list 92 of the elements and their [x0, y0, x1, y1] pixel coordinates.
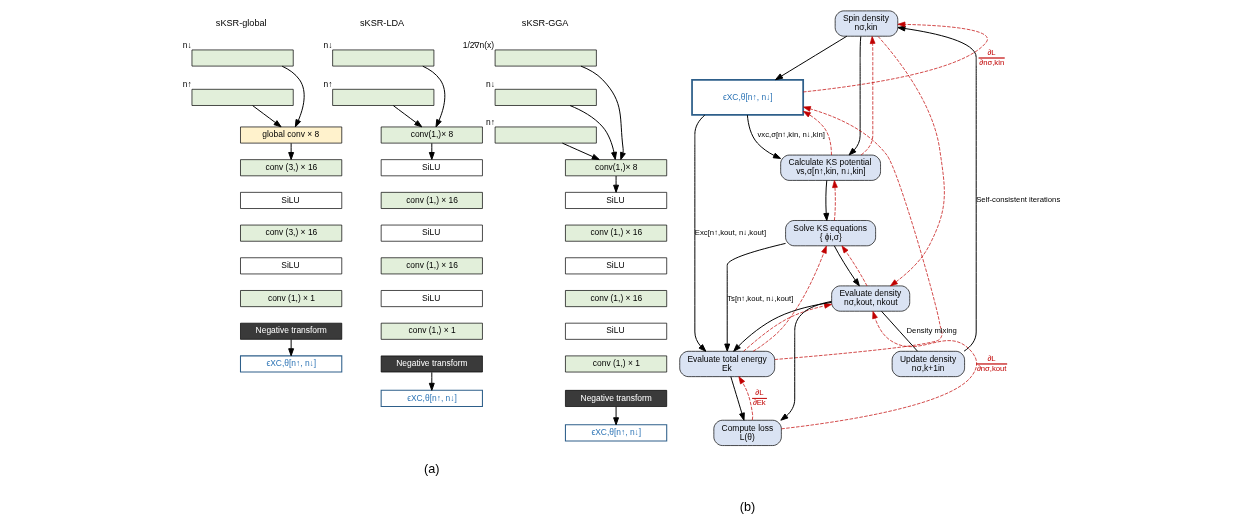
edge-label: ∂L ∂Ek: [752, 388, 766, 408]
arrow: [897, 25, 977, 352]
arrow: [392, 105, 423, 128]
arrow: [860, 36, 876, 156]
node-box: [332, 88, 435, 106]
node-box: Negative transform: [240, 322, 343, 340]
label: (b): [739, 499, 756, 514]
arrow: [724, 242, 787, 352]
arrow: [252, 105, 282, 128]
node-box: conv (1,) × 1: [240, 290, 343, 307]
node-box: [332, 49, 435, 67]
label: sKSR-GGA: [521, 17, 569, 28]
arrow: [281, 65, 305, 128]
arrow: [877, 36, 945, 287]
arrow: [823, 180, 830, 221]
node-label: 1/2∇n(x): [462, 39, 495, 50]
arrow: [802, 21, 988, 93]
node-box: conv (1,) × 16: [380, 192, 483, 209]
node-box: ϵXC,θ[n↑, n↓]: [239, 355, 343, 373]
node-box: conv (1,) × 16: [565, 290, 668, 307]
node-box: Negative transform: [380, 355, 483, 373]
edge-label: ∂L ∂nσ,kin: [979, 48, 1005, 67]
node-label: n↑: [182, 78, 192, 89]
arrow: [775, 35, 848, 81]
node-box: SiLU: [240, 257, 343, 275]
arrow: [781, 311, 977, 430]
label: (a): [424, 462, 440, 477]
arrow: [848, 36, 862, 156]
node-label: n↓: [323, 39, 333, 50]
node-box: [494, 88, 597, 106]
node-box: conv (1,) × 16: [565, 224, 668, 242]
node-box: [494, 49, 597, 67]
edge-label: Density mixing: [906, 326, 957, 336]
arrow: [288, 339, 295, 357]
node-box: SiLU: [380, 224, 483, 242]
arrow: [288, 142, 295, 160]
node-box: SiLU: [380, 159, 483, 177]
arrow: [774, 106, 943, 360]
edge-label: vxc,σ[n↑,kin, n↓,kin]: [757, 130, 825, 139]
node-box: [494, 126, 597, 144]
node-box: [191, 88, 294, 106]
label: sKSR-LDA: [360, 17, 405, 28]
edge-label: Exc[n↑,kout, n↓,kout]: [694, 228, 767, 238]
arrow: [694, 114, 707, 352]
edge-label: ∂L ∂nσ,kout: [976, 354, 1007, 373]
node-box: conv (1,) × 1: [565, 355, 668, 373]
arrow: [428, 142, 435, 160]
node-box: conv (1,) × 16: [380, 257, 483, 275]
arrow: [580, 65, 626, 161]
arrow: [841, 245, 868, 287]
node-box: Compute loss L(θ): [713, 419, 782, 446]
arrow: [738, 376, 754, 421]
arrow: [746, 114, 782, 159]
node-box: SiLU: [565, 192, 668, 209]
arrow: [803, 111, 832, 156]
node-box: conv(1,)× 8: [380, 126, 483, 144]
node-box: [191, 49, 294, 67]
connector: [881, 310, 919, 352]
arrow: [833, 245, 860, 287]
node-box: Negative transform: [565, 390, 668, 407]
node-box: Solve KS equations { ϕi,σ}: [785, 220, 876, 247]
arrow: [428, 371, 435, 391]
node-box: SiLU: [565, 257, 668, 275]
arrow: [561, 142, 600, 161]
arrow: [730, 376, 745, 421]
node-box: conv(1,)× 8: [565, 159, 668, 177]
node-box: SiLU: [240, 192, 343, 209]
node-box: Update density nσ,k+1in: [891, 350, 965, 377]
node-box: Evaluate density nσ,kout, nkout: [831, 285, 911, 312]
node-box: ϵXC,θ[n↑, n↓]: [380, 389, 483, 408]
node-box: global conv × 8: [240, 126, 343, 144]
node-label: n↑: [323, 78, 333, 89]
arrow: [613, 406, 620, 426]
node-box: conv (3,) × 16: [240, 224, 343, 242]
node-label: n↑: [485, 116, 495, 127]
node-box: SiLU: [380, 290, 483, 307]
arrow: [752, 245, 827, 352]
arrow: [613, 175, 620, 193]
arrow: [422, 65, 446, 128]
node-box: SiLU: [565, 322, 668, 340]
edge-label: Self-consistent iterations: [976, 195, 1061, 205]
node-box: ϵXC,θ[n↑, n↓]: [691, 78, 805, 116]
node-box: Calculate KS potential vs,σ[n↑,kin, n↓,kin]: [780, 154, 881, 181]
node-box: Spin density nσ,kin: [834, 10, 899, 37]
node-box: Evaluate total energy Ek: [679, 350, 776, 377]
arrow: [780, 300, 833, 421]
node-label: n↓: [182, 39, 192, 50]
node-label: n↓: [485, 78, 495, 89]
node-box: ϵXC,θ[n↑, n↓]: [564, 424, 668, 442]
node-box: conv (1,) × 1: [380, 322, 483, 340]
arrow: [832, 180, 838, 221]
node-box: conv (3,) × 16: [240, 159, 343, 177]
